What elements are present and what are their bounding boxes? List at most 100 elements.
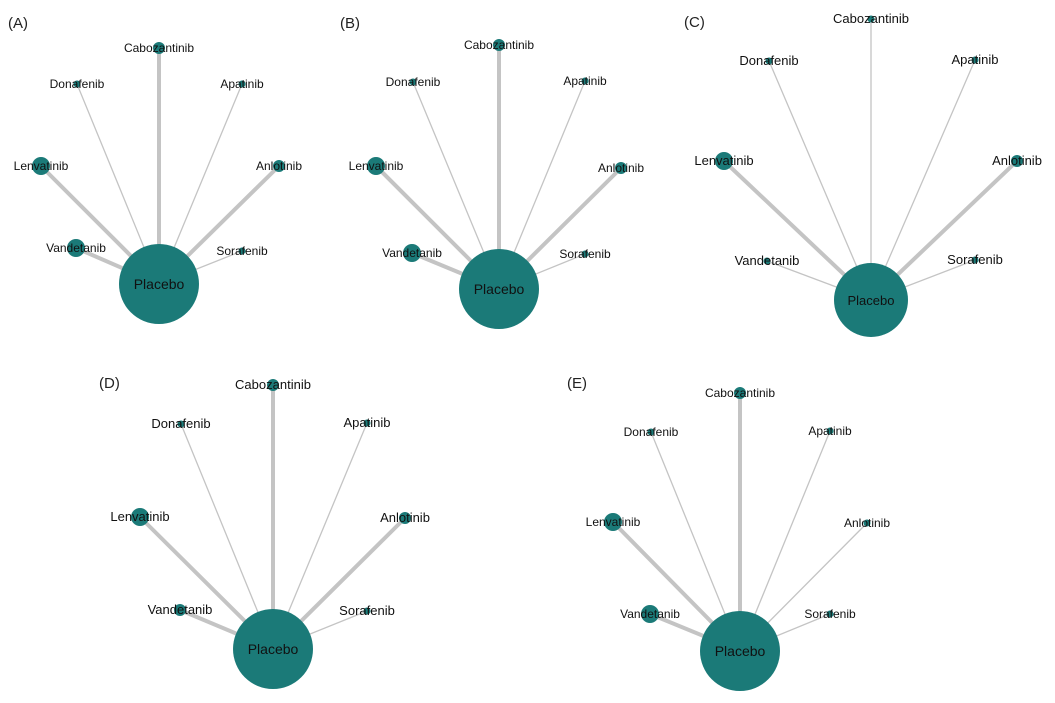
- node-label-cabozantinib: Cabozantinib: [464, 38, 534, 52]
- node-lenvatinib: [131, 508, 149, 526]
- node-donafenib: [73, 80, 81, 88]
- node-lenvatinib: [367, 157, 385, 175]
- node-label-lenvatinib: Lenvatinib: [586, 515, 641, 529]
- node-anlotinib: [273, 160, 285, 172]
- edge-donafenib-placebo: [180, 423, 274, 650]
- node-label-sorafenib: Sorafenib: [947, 252, 1003, 267]
- node-donafenib: [177, 420, 185, 428]
- node-lenvatinib: [32, 157, 50, 175]
- node-label-anlotinib: Anlotinib: [380, 510, 430, 525]
- node-vandetanib: [763, 257, 771, 265]
- node-donafenib: [409, 78, 417, 86]
- node-placebo: [119, 244, 199, 324]
- node-cabozantinib: [153, 42, 165, 54]
- node-sorafenib: [581, 250, 589, 258]
- node-label-anlotinib: Anlotinib: [256, 159, 302, 173]
- node-vandetanib: [174, 604, 186, 616]
- node-label-anlotinib: Anlotinib: [992, 153, 1042, 168]
- node-label-vandetanib: Vandetanib: [148, 602, 213, 617]
- node-sorafenib: [826, 610, 834, 618]
- node-vandetanib: [641, 605, 659, 623]
- node-label-donafenib: Donafenib: [739, 53, 798, 68]
- node-apatinib: [971, 56, 979, 64]
- node-sorafenib: [363, 607, 371, 615]
- node-donafenib: [647, 428, 655, 436]
- edge-apatinib-placebo: [272, 422, 368, 650]
- node-placebo: [700, 611, 780, 691]
- node-label-sorafenib: Sorafenib: [559, 247, 611, 261]
- node-label-vandetanib: Vandetanib: [382, 246, 442, 260]
- node-label-sorafenib: Sorafenib: [339, 603, 395, 618]
- node-label-vandetanib: Vandetanib: [735, 253, 800, 268]
- node-label-cabozantinib: Cabozantinib: [705, 386, 775, 400]
- node-label-placebo: Placebo: [848, 293, 895, 308]
- edge-donafenib-placebo: [768, 60, 872, 301]
- node-label-lenvatinib: Lenvatinib: [349, 159, 404, 173]
- node-label-cabozantinib: Cabozantinib: [235, 377, 311, 392]
- node-label-cabozantinib: Cabozantinib: [833, 11, 909, 26]
- node-label-lenvatinib: Lenvatinib: [14, 159, 69, 173]
- edge-apatinib-placebo: [870, 59, 976, 301]
- node-label-apatinib: Apatinib: [563, 74, 607, 88]
- node-anlotinib: [615, 162, 627, 174]
- node-label-vandetanib: Vandetanib: [46, 241, 106, 255]
- node-label-donafenib: Donafenib: [386, 75, 441, 89]
- panel-label: (E): [567, 375, 587, 392]
- node-placebo: [233, 609, 313, 689]
- node-anlotinib: [863, 519, 871, 527]
- node-vandetanib: [403, 244, 421, 262]
- node-vandetanib: [67, 239, 85, 257]
- node-label-vandetanib: Vandetanib: [620, 607, 680, 621]
- node-cabozantinib: [734, 387, 746, 399]
- node-cabozantinib: [267, 379, 279, 391]
- node-label-placebo: Placebo: [474, 281, 525, 297]
- node-apatinib: [581, 77, 589, 85]
- node-lenvatinib: [715, 152, 733, 170]
- node-apatinib: [238, 80, 246, 88]
- node-label-placebo: Placebo: [248, 641, 299, 657]
- node-placebo: [834, 263, 908, 337]
- node-label-donafenib: Donafenib: [151, 416, 210, 431]
- node-apatinib: [363, 419, 371, 427]
- node-apatinib: [826, 427, 834, 435]
- node-label-lenvatinib: Lenvatinib: [694, 153, 753, 168]
- node-label-apatinib: Apatinib: [220, 77, 264, 91]
- node-label-anlotinib: Anlotinib: [844, 516, 890, 530]
- node-lenvatinib: [604, 513, 622, 531]
- node-anlotinib: [1011, 155, 1023, 167]
- node-label-anlotinib: Anlotinib: [598, 161, 644, 175]
- node-label-apatinib: Apatinib: [808, 424, 852, 438]
- panel-label: (A): [8, 15, 28, 32]
- node-label-cabozantinib: Cabozantinib: [124, 41, 194, 55]
- panel-label: (D): [99, 375, 120, 392]
- node-label-apatinib: Apatinib: [952, 52, 999, 67]
- node-label-placebo: Placebo: [134, 276, 185, 292]
- node-label-donafenib: Donafenib: [624, 425, 679, 439]
- node-label-placebo: Placebo: [715, 643, 766, 659]
- panel-label: (B): [340, 15, 360, 32]
- node-placebo: [459, 249, 539, 329]
- node-label-donafenib: Donafenib: [50, 77, 105, 91]
- node-label-apatinib: Apatinib: [344, 415, 391, 430]
- node-label-sorafenib: Sorafenib: [804, 607, 856, 621]
- node-anlotinib: [399, 512, 411, 524]
- node-cabozantinib: [867, 15, 875, 23]
- node-donafenib: [765, 57, 773, 65]
- node-sorafenib: [971, 256, 979, 264]
- node-label-lenvatinib: Lenvatinib: [110, 509, 169, 524]
- node-sorafenib: [238, 247, 246, 255]
- node-label-sorafenib: Sorafenib: [216, 244, 268, 258]
- node-cabozantinib: [493, 39, 505, 51]
- panel-label: (C): [684, 14, 705, 31]
